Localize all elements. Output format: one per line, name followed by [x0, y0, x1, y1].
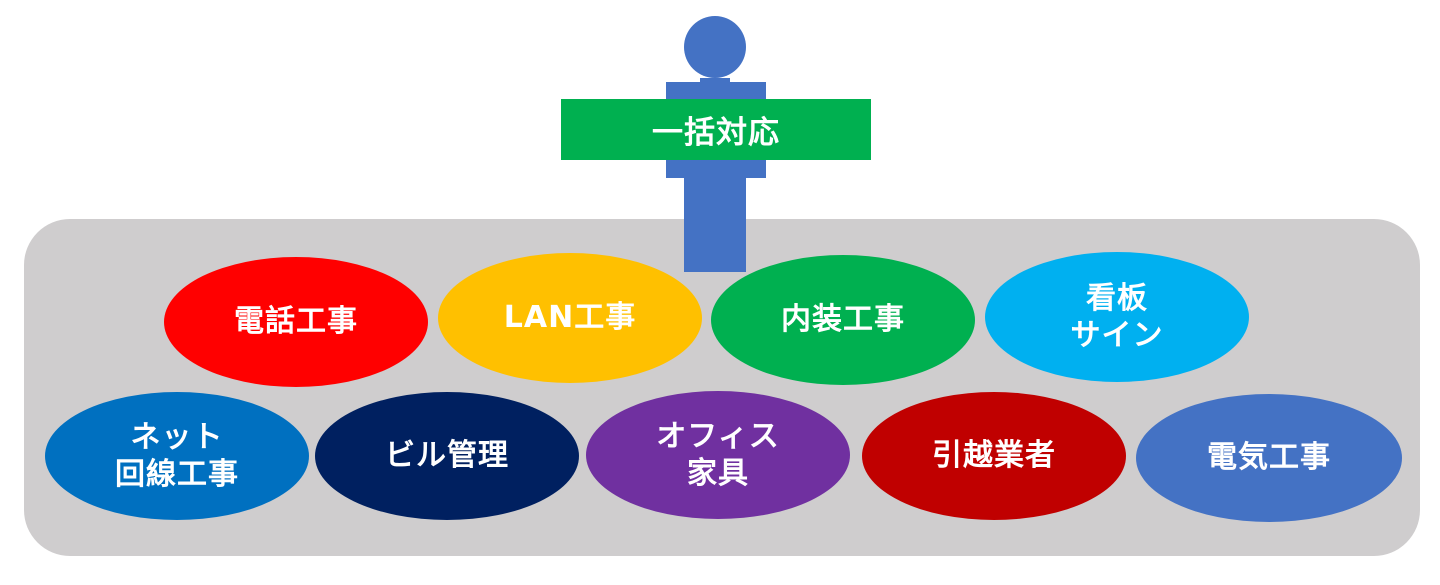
service-label: 電話工事 — [234, 304, 358, 340]
one-stop-banner: 一括対応 — [561, 99, 871, 160]
service-label: 内装工事 — [781, 302, 905, 338]
service-signage: 看板 サイン — [985, 252, 1249, 382]
service-telephone: 電話工事 — [164, 257, 428, 387]
service-label: 引越業者 — [932, 438, 1056, 474]
service-building-management: ビル管理 — [315, 392, 579, 520]
service-network-line: ネット 回線工事 — [45, 392, 309, 520]
service-label: ビル管理 — [385, 438, 509, 474]
service-label: ネット 回線工事 — [115, 419, 239, 493]
service-label: 看板 サイン — [1070, 280, 1164, 354]
service-movers: 引越業者 — [862, 392, 1126, 520]
service-label: 電気工事 — [1207, 440, 1331, 476]
person-head-icon — [684, 16, 746, 78]
service-electrical: 電気工事 — [1136, 394, 1402, 522]
service-label: LAN工事 — [503, 300, 637, 336]
service-interior: 内装工事 — [711, 255, 975, 385]
service-label: オフィス 家具 — [656, 418, 780, 492]
person-leg-icon — [684, 176, 746, 272]
service-office-furniture: オフィス 家具 — [586, 391, 850, 519]
one-stop-label: 一括対応 — [652, 115, 780, 151]
service-lan: LAN工事 — [438, 253, 702, 383]
